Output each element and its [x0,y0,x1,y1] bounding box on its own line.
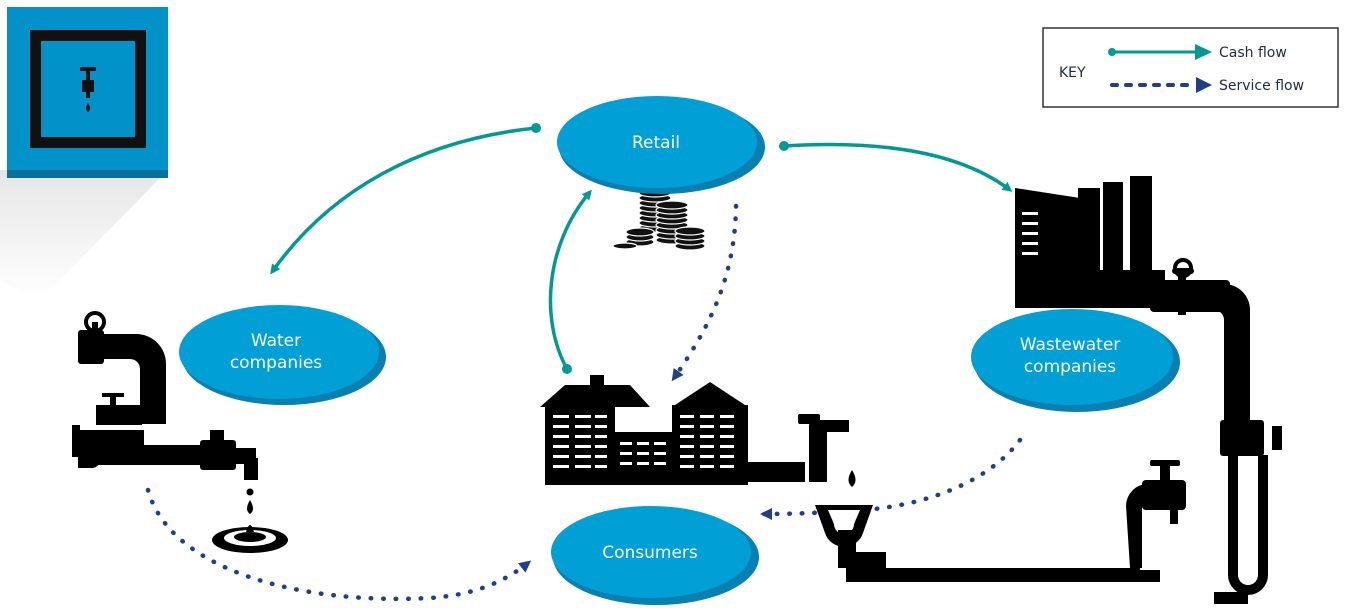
node-retail-label: Retail [632,133,680,153]
key-cash-arrow [1195,44,1212,60]
factory-icon [1015,176,1165,308]
service-flow-retail-to-consumers [671,203,739,382]
node-water-label-line1: Water [251,331,301,351]
cash-flow-consumers-to-retail [548,189,592,370]
service-flow-wastewater-to-consumers [760,437,1023,520]
service-flows [145,203,1023,602]
node-water-label-line2: companies [230,353,322,373]
buildings-icon [540,375,856,487]
node-retail: Retail [557,96,765,194]
node-water-companies: Water companies [179,305,386,405]
node-wastewater-companies: Wastewater companies [971,309,1180,412]
legend-key: KEY Cash flow Service flow [1042,27,1339,108]
cash-flows [270,123,1013,374]
cash-flow-retail-to-wastewater [783,142,1013,192]
cash-flow-retail-to-water [270,126,537,275]
tap-badge-icon [0,7,168,300]
node-wastewater-label-line2: companies [1024,357,1116,377]
key-title: KEY [1059,65,1086,81]
node-consumers-label: Consumers [602,543,698,563]
node-consumers: Consumers [551,506,759,605]
drain-pipe-icon [1150,258,1282,604]
key-cash-label: Cash flow [1219,45,1287,61]
sink-icon [815,460,1186,582]
tap-pipe-icon [72,311,288,553]
key-service-label: Service flow [1219,78,1304,94]
node-wastewater-label-line1: Wastewater [1020,335,1121,355]
key-service-arrow [1196,77,1212,93]
service-flow-water-to-consumers [145,487,532,602]
